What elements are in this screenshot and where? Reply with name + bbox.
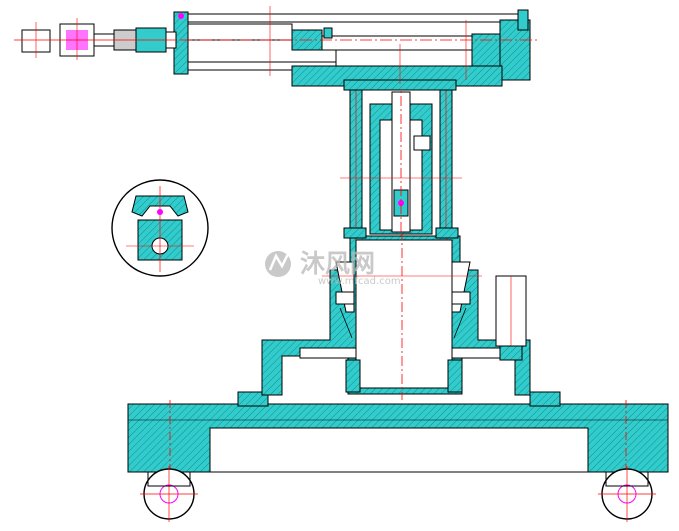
mf-logo-icon <box>265 251 291 277</box>
drive-motor <box>495 275 527 361</box>
watermark-text: 沐风网 <box>300 249 375 278</box>
right-wheel <box>598 466 656 522</box>
rotary-pedestal <box>261 230 531 400</box>
base-frame <box>127 391 669 480</box>
upper-arm-assembly <box>160 6 540 91</box>
watermark-url: www.mfcad.com <box>318 276 401 287</box>
gripper-detail-view <box>111 179 209 277</box>
watermark: 沐风网 www.mfcad.com <box>265 249 401 287</box>
gripper-wrist <box>14 18 177 60</box>
left-wheel <box>140 466 198 522</box>
